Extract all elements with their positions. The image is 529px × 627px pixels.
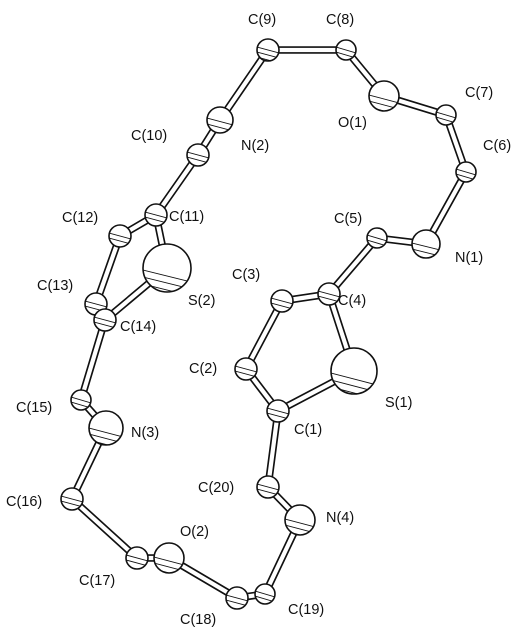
atom-o2 [153, 542, 185, 574]
atom-c18 [225, 586, 249, 610]
atom-c6 [455, 161, 477, 183]
atom-label-n3: N(3) [131, 425, 159, 441]
bond-c1-c20 [264, 407, 282, 491]
atom-label-c20: C(20) [198, 480, 234, 496]
atom-label-o2: O(2) [180, 524, 209, 540]
atom-c16 [60, 487, 84, 511]
atom-c12 [108, 224, 132, 248]
atom-label-c8: C(8) [326, 12, 354, 28]
bond-c11-c10 [152, 151, 202, 219]
atom-label-c13: C(13) [37, 278, 73, 294]
atom-label-c5: C(5) [334, 211, 362, 227]
atom-label-c3: C(3) [232, 267, 260, 283]
atom-label-c17: C(17) [79, 573, 115, 589]
atom-label-layer: C(9) C(8) O(1) C(7) C(6) N(2) C(10) C(11… [6, 12, 511, 627]
atom-o1 [368, 80, 400, 112]
bond-c13-c12 [92, 232, 124, 308]
atom-s2 [142, 243, 192, 293]
atom-label-c4: C(4) [338, 293, 366, 309]
atom-n3 [88, 410, 124, 446]
atom-c3 [270, 289, 294, 313]
atom-label-c10: C(10) [131, 128, 167, 144]
atom-c7 [435, 104, 457, 126]
atom-c1 [266, 399, 290, 423]
atom-c8 [335, 39, 357, 61]
atom-label-c15: C(15) [16, 400, 52, 416]
atom-label-c7: C(7) [465, 85, 493, 101]
atom-label-n4: N(4) [326, 510, 354, 526]
atom-label-c11: C(11) [169, 209, 204, 225]
atom-c14 [93, 308, 117, 332]
atom-label-c12: C(12) [62, 210, 98, 226]
atom-c4 [317, 282, 341, 306]
bond-c5-c4 [325, 234, 381, 298]
atom-label-c9: C(9) [248, 12, 276, 28]
bond-c15-c14 [77, 316, 109, 404]
atom-label-c1: C(1) [294, 422, 322, 438]
atom-n1 [411, 229, 441, 259]
atom-label-c2: C(2) [189, 361, 217, 377]
atom-c11 [144, 203, 168, 227]
atom-c2 [234, 357, 258, 381]
atom-c20 [256, 475, 280, 499]
atom-label-o1: O(1) [338, 115, 367, 131]
atom-c15 [70, 389, 92, 411]
atom-c9 [256, 38, 280, 62]
atom-label-n1: N(1) [455, 250, 483, 266]
atom-c17 [125, 546, 149, 570]
bond-n2-c9 [216, 46, 272, 124]
atom-label-c14: C(14) [120, 319, 156, 335]
atom-label-c16: C(16) [6, 494, 42, 510]
atom-s1 [330, 347, 378, 395]
atom-label-c6: C(6) [483, 138, 511, 154]
atom-label-s2: S(2) [188, 293, 215, 309]
bond-c3-c2 [242, 297, 286, 373]
atom-label-c18: C(18) [180, 612, 216, 627]
atom-n2 [206, 106, 234, 134]
atom-c5 [366, 227, 388, 249]
atom-c19 [254, 583, 276, 605]
atom-c10 [186, 143, 210, 167]
bond-c17-c16 [68, 495, 141, 562]
atom-label-s1: S(1) [385, 395, 412, 411]
atom-label-c19: C(19) [288, 602, 324, 618]
atom-label-n2: N(2) [241, 138, 269, 154]
